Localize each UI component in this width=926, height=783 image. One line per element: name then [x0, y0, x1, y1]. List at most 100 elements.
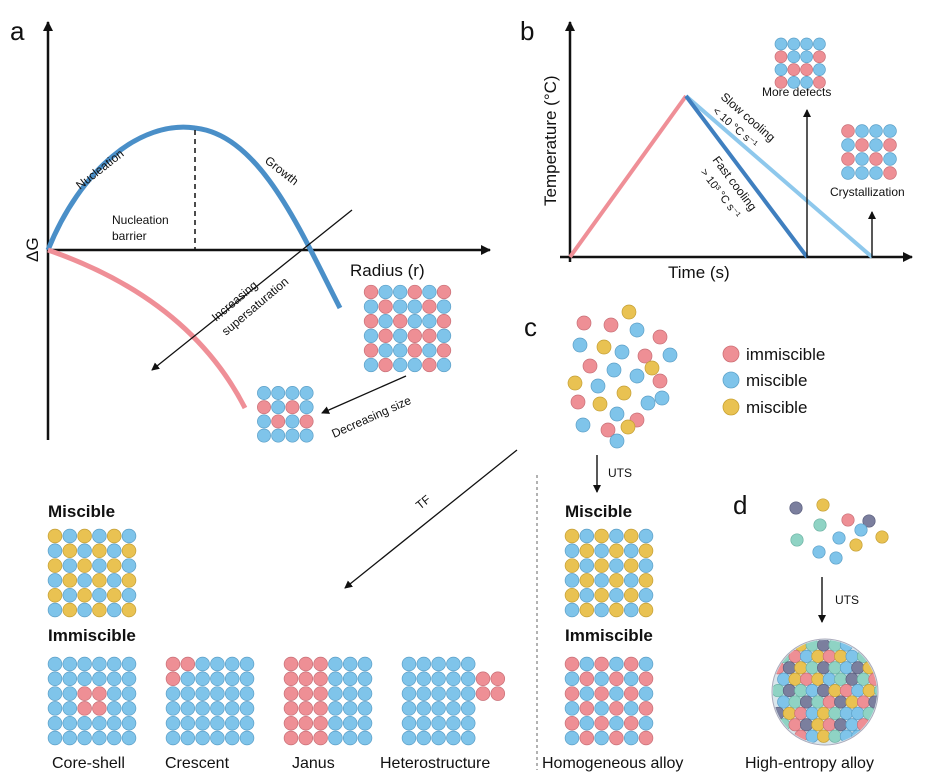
atom — [285, 400, 300, 415]
atom — [805, 729, 819, 743]
atom — [777, 649, 791, 663]
atom — [564, 656, 580, 672]
atom — [446, 715, 461, 731]
atom — [788, 672, 802, 686]
atom — [298, 671, 314, 687]
atom — [106, 558, 122, 573]
atom — [816, 498, 830, 512]
atom — [328, 701, 343, 716]
atom — [436, 314, 452, 329]
atom — [407, 284, 422, 300]
atom — [834, 672, 848, 686]
atom — [777, 672, 791, 686]
uts-immiscible-heading: Immiscible — [565, 626, 653, 645]
atom — [422, 357, 437, 373]
atom — [834, 718, 848, 732]
legend-swatch-immiscible — [722, 345, 740, 363]
atom — [817, 706, 831, 720]
atom — [416, 730, 432, 746]
atom — [257, 428, 271, 443]
atom — [446, 656, 461, 672]
atom — [180, 730, 196, 746]
atom — [328, 730, 343, 746]
atom — [564, 715, 580, 731]
atom — [121, 730, 137, 746]
atom — [165, 715, 181, 731]
atom — [195, 686, 210, 701]
atom — [813, 63, 826, 76]
atom — [121, 701, 137, 716]
atom — [283, 701, 299, 716]
atom — [436, 299, 452, 314]
atom — [623, 656, 639, 672]
atom — [594, 715, 609, 731]
atom — [490, 671, 506, 687]
atom — [121, 573, 137, 588]
atom — [47, 558, 63, 573]
atom — [239, 701, 255, 716]
atom — [629, 322, 645, 338]
atom — [195, 671, 210, 687]
atom — [328, 715, 343, 731]
atom — [579, 528, 595, 544]
atom — [594, 602, 609, 618]
atom — [623, 730, 639, 746]
atom — [328, 671, 343, 687]
atom — [283, 715, 299, 731]
atom — [271, 386, 286, 400]
atom — [813, 50, 826, 64]
atom — [298, 701, 314, 716]
atom — [224, 656, 240, 672]
atom — [575, 417, 591, 433]
atom — [609, 656, 624, 672]
atom — [609, 528, 624, 544]
temperature-label: Temperature (°C) — [541, 75, 560, 206]
atom — [774, 37, 788, 51]
tf-miscible-heading: Miscible — [48, 502, 115, 521]
atom — [401, 701, 417, 716]
atom — [841, 513, 855, 527]
atom — [817, 661, 831, 675]
atom — [165, 656, 181, 672]
atom — [92, 587, 107, 603]
atom — [180, 656, 196, 672]
atom — [638, 587, 654, 603]
atom — [572, 337, 588, 353]
atom — [475, 686, 491, 701]
atom — [623, 701, 639, 716]
atom — [224, 715, 240, 731]
atom — [579, 701, 595, 716]
atom — [883, 152, 897, 166]
atom — [416, 686, 432, 701]
supersaturation-arrow — [151, 209, 353, 371]
atom — [788, 718, 802, 732]
atom — [180, 715, 196, 731]
atom — [460, 671, 476, 687]
janus-label: Janus — [292, 755, 335, 772]
high-entropy-alloy-particle — [773, 640, 877, 743]
atom — [828, 729, 842, 743]
atom — [77, 528, 92, 544]
atom — [62, 671, 78, 687]
homogeneous-alloy-lattice — [564, 656, 654, 746]
atom — [121, 543, 137, 559]
atom — [436, 357, 452, 373]
atom — [92, 656, 107, 672]
atom — [431, 686, 446, 701]
atom — [401, 715, 417, 731]
atom — [106, 602, 122, 618]
atom — [77, 573, 92, 588]
atom — [47, 686, 63, 701]
atom — [357, 701, 373, 716]
atom — [594, 543, 609, 559]
decreasing-size-label: Decreasing size — [330, 393, 414, 441]
atom — [805, 684, 819, 698]
atom — [799, 718, 814, 732]
atom — [855, 152, 869, 166]
atom — [845, 718, 859, 732]
high-entropy-alloy-label: High-entropy alloy — [745, 755, 874, 772]
atom — [638, 701, 654, 716]
atom — [460, 730, 476, 746]
atom — [436, 328, 452, 343]
atom — [393, 328, 408, 343]
